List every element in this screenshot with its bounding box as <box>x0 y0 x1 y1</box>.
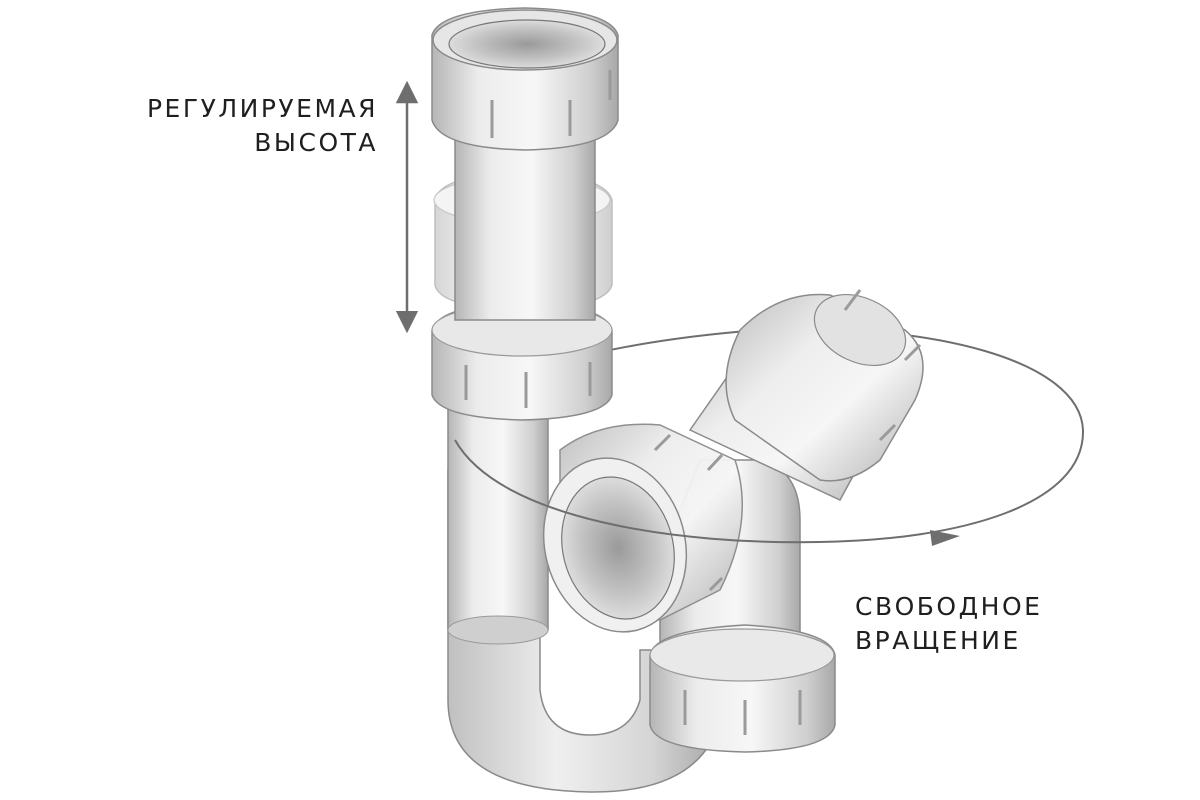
side-inlet-nut <box>542 423 743 633</box>
lower-right-nut <box>649 624 836 753</box>
upper-vertical-pipe <box>454 119 596 321</box>
free-rotation-line2: ВРАЩЕНИЕ <box>855 626 1021 655</box>
adjustable-height-label: РЕГУЛИРУЕМАЯ ВЫСОТА <box>147 92 378 160</box>
free-rotation-label: СВОБОДНОЕ ВРАЩЕНИЕ <box>855 590 1042 658</box>
lower-left-pipe <box>447 399 549 645</box>
rotation-arrow-icon <box>454 429 1085 546</box>
free-rotation-line1: СВОБОДНОЕ <box>855 592 1043 621</box>
adjustable-height-line2: ВЫСОТА <box>254 128 378 157</box>
top-nut <box>431 7 619 151</box>
adjustable-height-line1: РЕГУЛИРУЕМАЯ <box>146 94 378 123</box>
outlet-pipe <box>688 289 924 501</box>
